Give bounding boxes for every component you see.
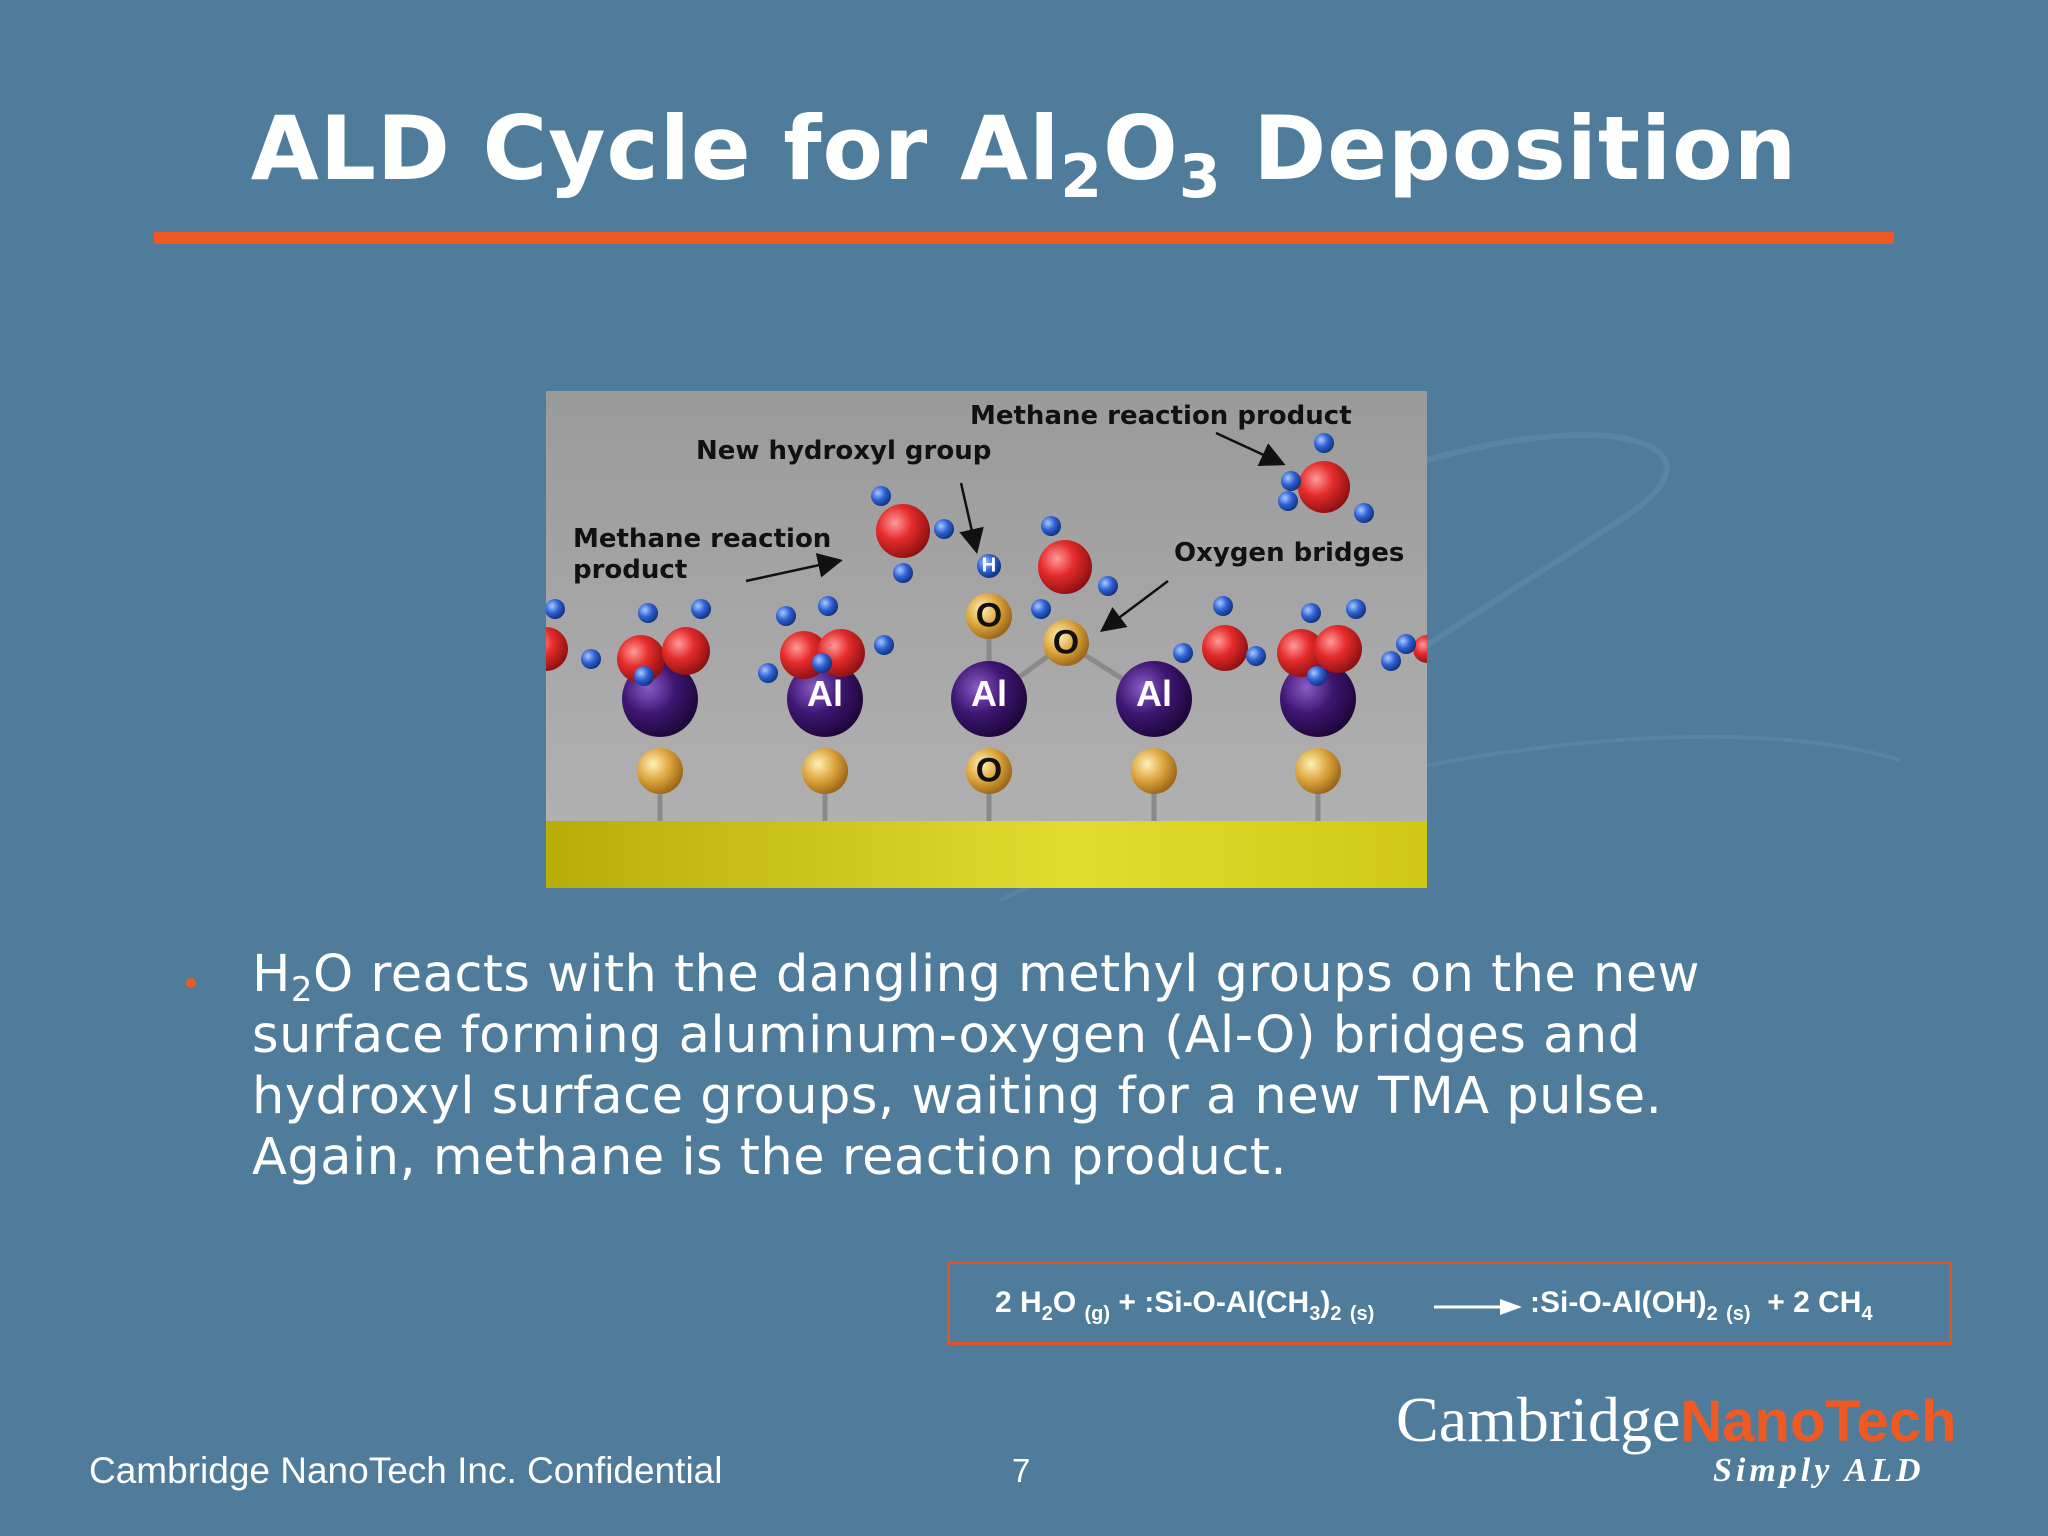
company-logo: CambridgeNanoTech [1396,1384,1957,1455]
label-methane-reaction-product-top: Methane reaction product [970,401,1352,431]
label-new-hydroxyl-group: New hydroxyl group [696,436,992,466]
atom-label-al-2: Al [971,673,1007,714]
atom-label-al-1: Al [807,673,843,714]
bullet-marker [186,978,196,988]
atom-label-h: H [981,554,997,577]
atom-label-o-bottom: O [975,751,1003,790]
page-number: 7 [1012,1452,1031,1489]
reaction-equation: 2 H2O (g) + :Si-O-Al(CH3)2 (s) :Si-O-Al(… [947,1261,1952,1345]
label-oxygen-bridges: Oxygen bridges [1174,538,1405,568]
bullet-text: H2O reacts with the dangling methyl grou… [252,945,1700,1187]
reaction-arrow-icon [1434,1299,1522,1315]
diagram-illustration [524,391,1441,888]
title-divider [154,232,1894,244]
ald-surface-diagram: Methane reaction product New hydroxyl gr… [524,391,1441,888]
company-tagline: Simply ALD [1713,1452,1925,1489]
label-methane-reaction-product-left: Methane reaction product [573,524,832,585]
equation-reactants: 2 H2O (g) + :Si-O-Al(CH3)2 (s) [995,1286,1375,1325]
atom-label-o-bridge: O [1052,623,1080,662]
footer-confidential: Cambridge NanoTech Inc. Confidential [89,1450,723,1491]
atom-label-o-hydroxyl: O [975,596,1003,635]
atom-label-al-3: Al [1136,673,1172,714]
equation-products: :Si-O-Al(OH)2 (s) + 2 CH4 [1530,1286,1873,1325]
slide-title: ALD Cycle for Al2O3 Deposition [250,97,1798,212]
